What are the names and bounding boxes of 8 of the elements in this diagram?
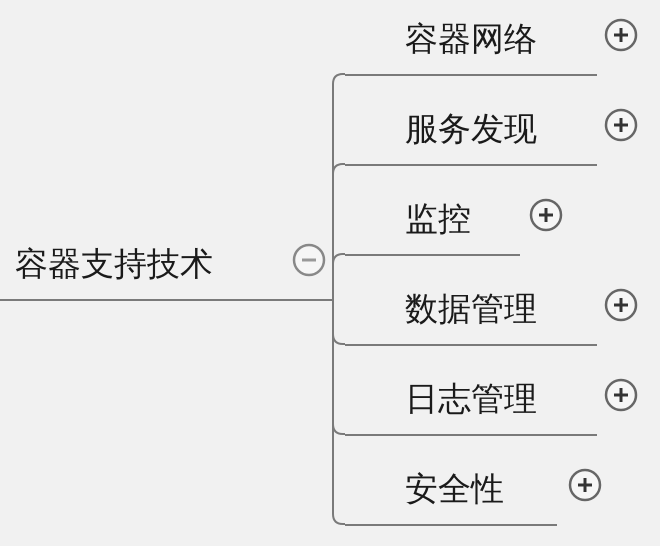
topic-text: 安全性 (405, 469, 504, 509)
topic-text: 日志管理 (405, 379, 537, 419)
topic-text: 服务发现 (405, 109, 537, 149)
topic-text: 容器网络 (405, 19, 537, 59)
topic-text: 数据管理 (405, 289, 537, 329)
topic-text: 监控 (405, 199, 471, 239)
branch-line (332, 253, 345, 299)
topic-text: 容器支持技术 (15, 244, 213, 284)
